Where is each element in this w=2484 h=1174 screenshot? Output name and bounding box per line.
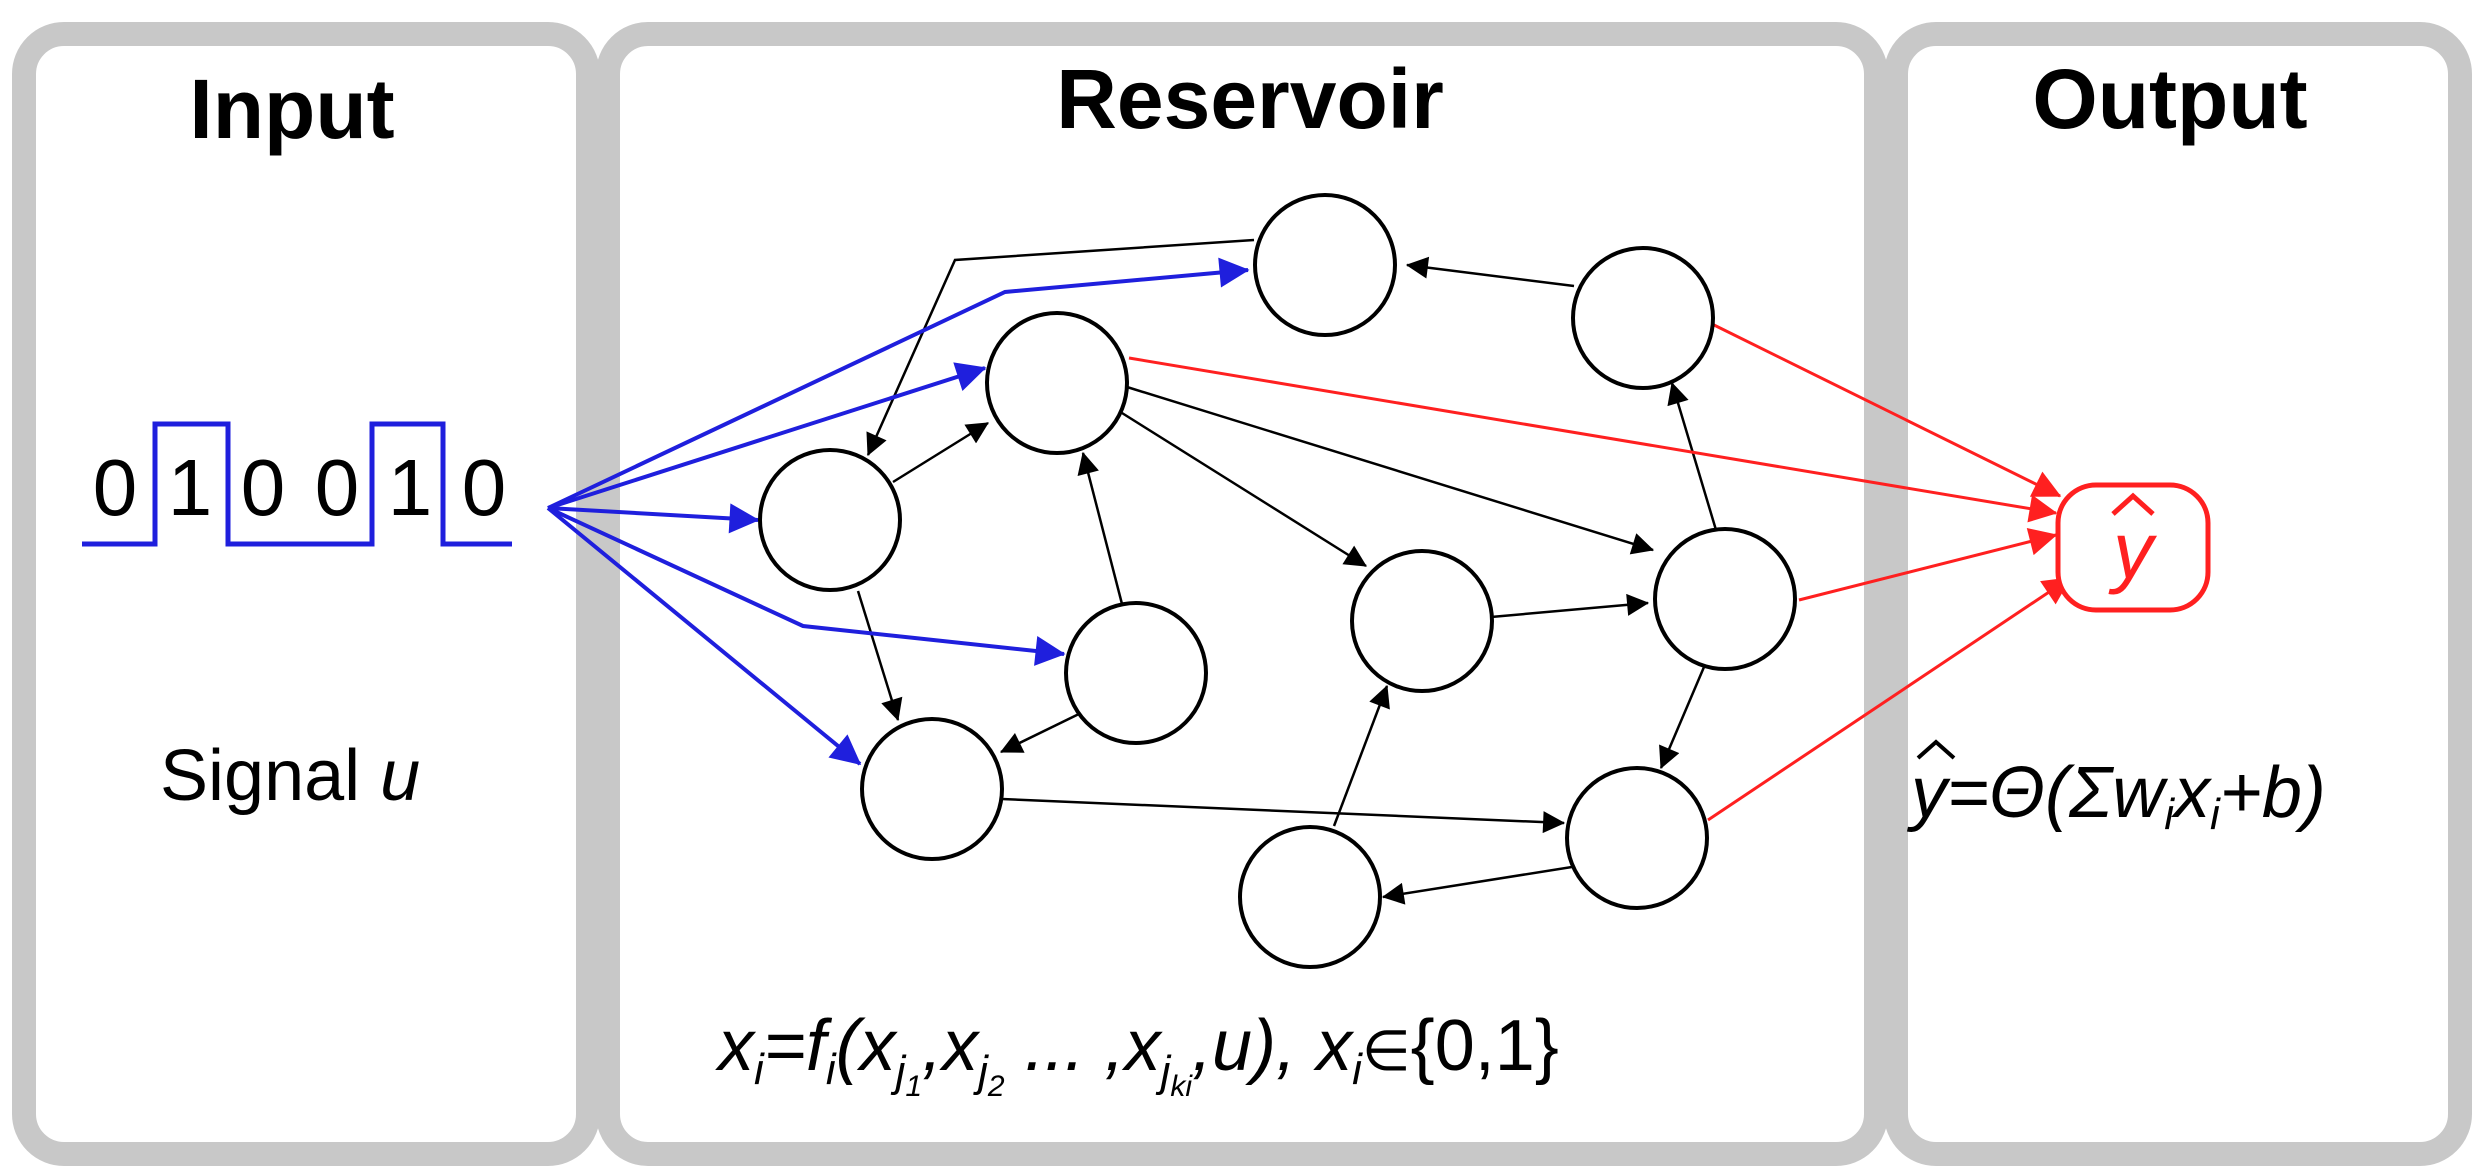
edge-n9-n10	[1381, 861, 1598, 905]
input-bit: 0	[93, 443, 138, 532]
reservoir-node	[1571, 246, 1715, 390]
output-y-hat: y	[2108, 506, 2158, 595]
edge-n6-n9	[1001, 797, 1566, 834]
input-bit: 1	[388, 443, 433, 532]
hat-accent	[2111, 492, 2155, 516]
input-edge-n4	[547, 503, 760, 534]
edge-n2-n4	[866, 238, 1255, 457]
edge-n5-n1	[1077, 451, 1124, 605]
output-edges	[1128, 322, 2072, 822]
edge-n8-n3	[1667, 381, 1718, 531]
reservoir-panel	[596, 22, 1888, 1166]
reservoir-node	[860, 717, 1004, 861]
input-signal-waveform	[82, 421, 512, 547]
input-bit: 1	[168, 443, 213, 532]
output-edge-n3	[1711, 322, 2062, 498]
edge-n7-n8	[1490, 593, 1650, 619]
edge-n8-n9	[1659, 666, 1706, 770]
input-title: Input	[189, 62, 394, 156]
signal-label: Signal u	[160, 736, 420, 816]
input-edge-n6	[546, 506, 862, 766]
input-edge-n2	[547, 257, 1250, 510]
input-bit: 0	[315, 443, 360, 532]
signal-variable: u	[380, 736, 420, 816]
input-edges	[546, 257, 1250, 766]
edge-n5-n6	[1000, 710, 1084, 754]
input-bit: 0	[462, 443, 507, 532]
reservoir-node	[1238, 825, 1382, 969]
output-edge-n1	[1128, 356, 2058, 523]
edge-n4-n1	[892, 421, 989, 484]
edge-n3-n2	[1405, 256, 1575, 288]
svg-text:y=Θ(Σwixi+b): y=Θ(Σwixi+b)	[1906, 753, 2326, 839]
reservoir-node	[1653, 527, 1797, 671]
output-edge-n9	[1707, 576, 2072, 822]
edge-n4-n6	[856, 590, 903, 722]
input-bit-sequence: 0 1 0 0 1 0	[93, 443, 507, 532]
input-edge-n1	[547, 362, 987, 510]
output-title: Output	[2032, 52, 2307, 146]
reservoir-node	[1253, 193, 1397, 337]
edge-n1-n8	[1126, 385, 1655, 555]
edge-n10-n7	[1332, 684, 1390, 827]
edge-n1-n7	[1121, 411, 1367, 568]
output-node	[2055, 482, 2211, 613]
reservoir-internal-edges	[856, 238, 1718, 905]
input-panel	[12, 22, 600, 1166]
input-bit: 0	[241, 443, 286, 532]
reservoir-node	[1064, 601, 1208, 745]
input-edge-n5	[547, 506, 1066, 666]
output-node-symbol: y	[2108, 492, 2158, 595]
reservoir-title: Reservoir	[1056, 52, 1444, 146]
reservoir-nodes	[758, 193, 1797, 969]
reservoir-node	[758, 448, 902, 592]
formula-hat	[1916, 739, 1956, 760]
reservoir-node	[985, 311, 1129, 455]
output-formula: y=Θ(Σwixi+b)	[1906, 739, 2326, 839]
reservoir-node	[1565, 766, 1709, 910]
output-edge-n8	[1798, 527, 2058, 602]
reservoir-node	[1350, 549, 1494, 693]
